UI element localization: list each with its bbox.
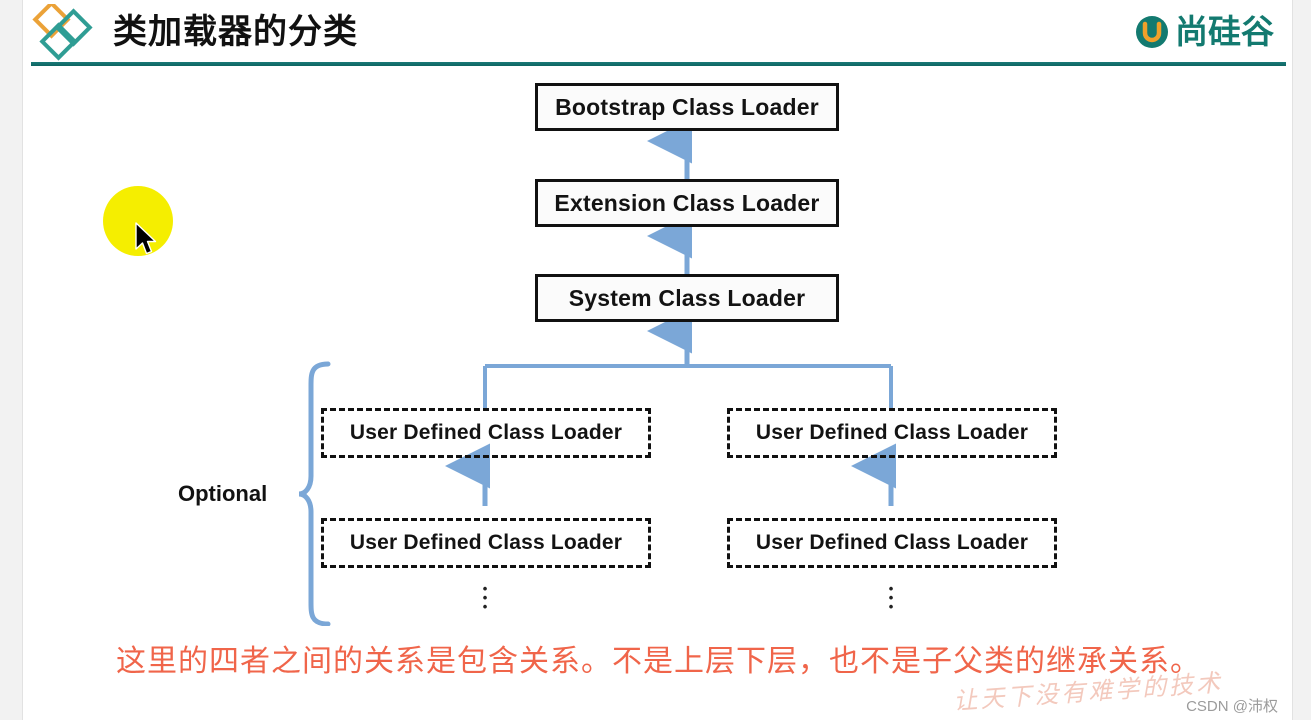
ellipsis-right: •••	[888, 581, 894, 614]
user-defined-class-loader-box-right-bottom: User Defined Class Loader	[727, 518, 1057, 568]
user-defined-class-loader-box-left-top: User Defined Class Loader	[321, 408, 651, 458]
u-circle-icon	[1136, 16, 1168, 48]
bootstrap-class-loader-box: Bootstrap Class Loader	[535, 83, 839, 131]
user-defined-class-loader-label: User Defined Class Loader	[349, 531, 623, 554]
caption-text: 这里的四者之间的关系是包含关系。不是上层下层，也不是子父类的继承关系。	[116, 644, 1201, 679]
brand-logo: 尚硅谷	[1135, 9, 1274, 55]
system-class-loader-label: System Class Loader	[568, 284, 806, 311]
bootstrap-class-loader-label: Bootstrap Class Loader	[555, 93, 819, 120]
brand-logo-text: 尚硅谷	[1175, 13, 1274, 50]
extension-class-loader-label: Extension Class Loader	[554, 189, 820, 216]
class-loader-diagram: Bootstrap Class Loader Extension Class L…	[23, 66, 1292, 626]
csdn-credit: CSDN @沛权	[1186, 698, 1278, 715]
ellipsis-left: •••	[482, 581, 488, 614]
extension-class-loader-box: Extension Class Loader	[535, 179, 839, 227]
slide-canvas: 类加载器的分类 尚硅谷	[22, 0, 1293, 720]
diagram-connectors	[298, 118, 896, 626]
user-defined-class-loader-box-right-top: User Defined Class Loader	[727, 408, 1057, 458]
user-defined-class-loader-label: User Defined Class Loader	[755, 421, 1029, 444]
header-divider	[31, 62, 1286, 66]
page-title: 类加载器的分类	[113, 13, 358, 51]
system-class-loader-box: System Class Loader	[535, 274, 839, 322]
user-defined-class-loader-box-left-bottom: User Defined Class Loader	[321, 518, 651, 568]
diamond-logo-icon	[32, 4, 93, 61]
user-defined-class-loader-label: User Defined Class Loader	[349, 421, 623, 444]
slide-header: 类加载器的分类 尚硅谷	[23, 0, 1292, 66]
optional-label: Optional	[178, 481, 268, 506]
mouse-pointer-icon	[135, 222, 157, 255]
user-defined-class-loader-label: User Defined Class Loader	[755, 531, 1029, 554]
